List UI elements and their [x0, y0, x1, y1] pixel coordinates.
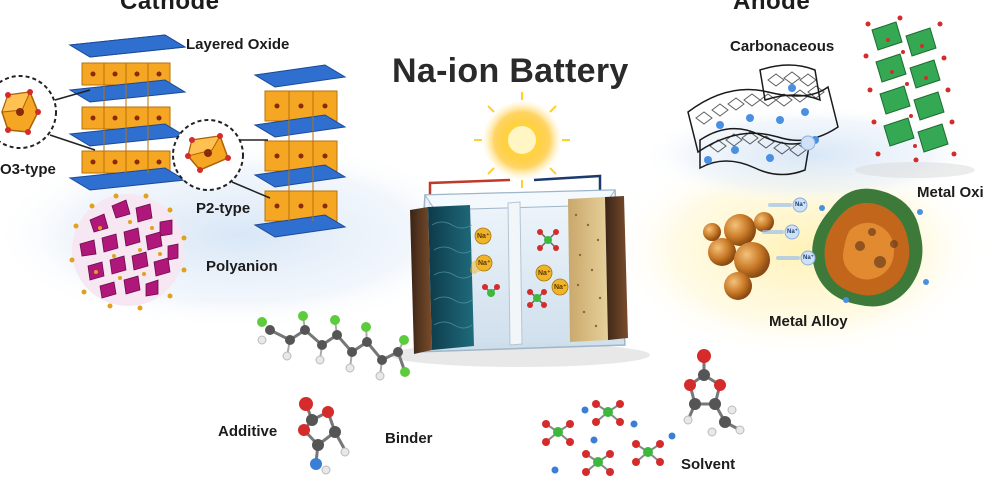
na-ion-label: Na⁺	[538, 270, 551, 277]
na-ion-label: Na⁺	[787, 229, 798, 235]
metal-oxide-structure	[855, 15, 975, 178]
solvent-carbonate-molecule	[683, 349, 745, 437]
p2-layered-structure	[253, 64, 347, 238]
carbonaceous-structure	[687, 64, 839, 176]
polyanion-cluster	[69, 193, 187, 311]
label-p2-type: P2-type	[196, 200, 251, 217]
diagram-title: Na-ion Battery	[392, 52, 629, 90]
label-solvent: Solvent	[681, 456, 736, 473]
label-carbonaceous: Carbonaceous	[730, 38, 835, 55]
na-ion-label: Na⁺	[795, 202, 806, 208]
metal-alloy-structure	[703, 188, 929, 307]
label-additive: Additive	[218, 423, 278, 440]
label-polyanion: Polyanion	[206, 258, 278, 275]
na-ion-label: Na⁺	[477, 233, 490, 240]
label-metal-alloy: Metal Alloy	[769, 313, 848, 330]
label-o3-type: O3-type	[0, 161, 56, 178]
o3-zoom-circle	[0, 75, 96, 151]
electrolyte-salt-molecules	[482, 229, 559, 308]
na-ion-label: Na⁺	[478, 260, 491, 267]
na-ions	[470, 227, 569, 296]
alloy-small-particles	[703, 212, 774, 300]
o3-layered-structure	[68, 34, 187, 191]
solvent-salt-molecules	[542, 400, 676, 476]
cathode-heading: Cathode	[120, 0, 220, 15]
label-metal-oxide: Metal Oxi	[917, 184, 984, 201]
alloy-ion-arrows	[784, 197, 816, 266]
binder-molecule	[257, 311, 410, 381]
additive-molecule	[298, 397, 350, 475]
light-bulb-sun	[474, 92, 570, 188]
label-layered-oxide: Layered Oxide	[186, 36, 290, 53]
label-binder: Binder	[385, 430, 433, 447]
p2-zoom-circle	[172, 119, 271, 199]
anode-heading: Anode	[733, 0, 811, 15]
alloy-large-particle	[812, 188, 929, 307]
battery-cell	[390, 189, 650, 367]
na-ion-label: Na⁺	[554, 284, 567, 291]
na-ion-label: Na⁺	[803, 255, 814, 261]
